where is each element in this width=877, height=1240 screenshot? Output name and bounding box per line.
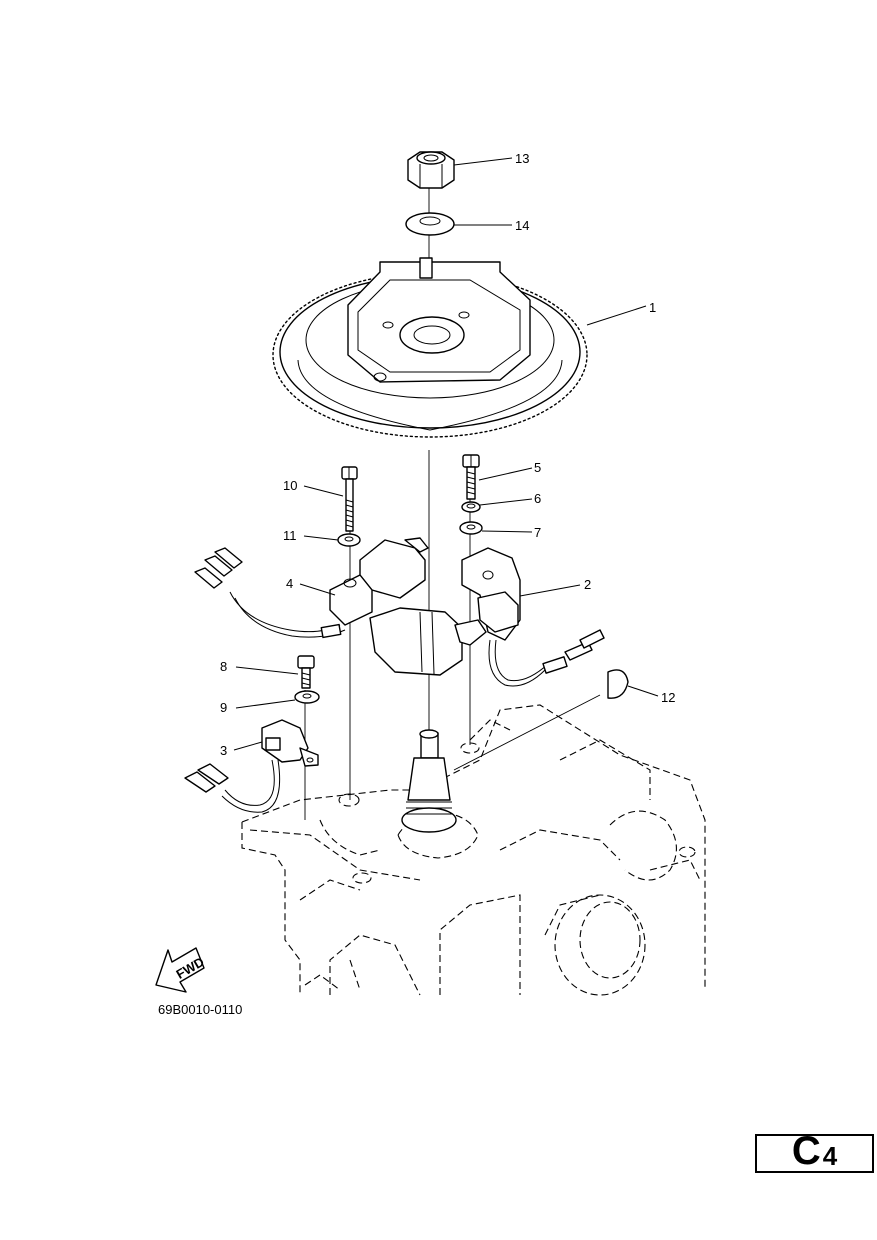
lock-washer-part-6 <box>461 501 481 513</box>
bolt-part-8 <box>297 655 315 689</box>
callout-8: 8 <box>220 659 227 674</box>
flywheel-rotor-part-1 <box>272 257 588 438</box>
charge-coil-part-3 <box>184 719 319 813</box>
bolt-part-10 <box>341 466 358 532</box>
callout-6: 6 <box>534 491 541 506</box>
callout-3: 3 <box>220 743 227 758</box>
wire-connectors-part-4 <box>194 547 243 589</box>
callout-1: 1 <box>649 300 656 315</box>
callout-13: 13 <box>515 151 529 166</box>
page-label-letter: C <box>791 1129 821 1173</box>
crankshaft-end <box>401 729 457 833</box>
washer-part-7 <box>459 521 483 535</box>
washer-part-14 <box>405 212 455 236</box>
callout-10: 10 <box>283 478 297 493</box>
callout-9: 9 <box>220 700 227 715</box>
callout-leader-lines <box>233 157 659 751</box>
pulser-coil-part-2 <box>461 547 568 687</box>
callout-2: 2 <box>584 577 591 592</box>
woodruff-key-part-12 <box>607 669 629 699</box>
callout-5: 5 <box>534 460 541 475</box>
callout-labels: 13 14 1 5 6 7 10 11 4 2 8 9 3 12 <box>220 151 675 758</box>
flywheel-nut-part-13 <box>407 151 455 189</box>
callout-14: 14 <box>515 218 529 233</box>
callout-4: 4 <box>286 576 293 591</box>
fwd-direction-arrow: FWD <box>155 947 207 993</box>
bolt-part-5 <box>462 454 480 500</box>
wire-connectors-part-2 <box>564 629 605 661</box>
drawing-code: 69B0010-0110 <box>158 1002 242 1017</box>
page-label-number: 4 <box>822 1141 838 1171</box>
stator-coil-part-4 <box>229 537 487 676</box>
callout-11: 11 <box>283 528 297 543</box>
washer-part-9 <box>294 690 320 704</box>
callout-7: 7 <box>534 525 541 540</box>
callout-12: 12 <box>661 690 675 705</box>
page-label-box: C 4 <box>755 1129 874 1173</box>
washer-part-11 <box>337 533 361 547</box>
engine-block-outline <box>241 704 706 996</box>
